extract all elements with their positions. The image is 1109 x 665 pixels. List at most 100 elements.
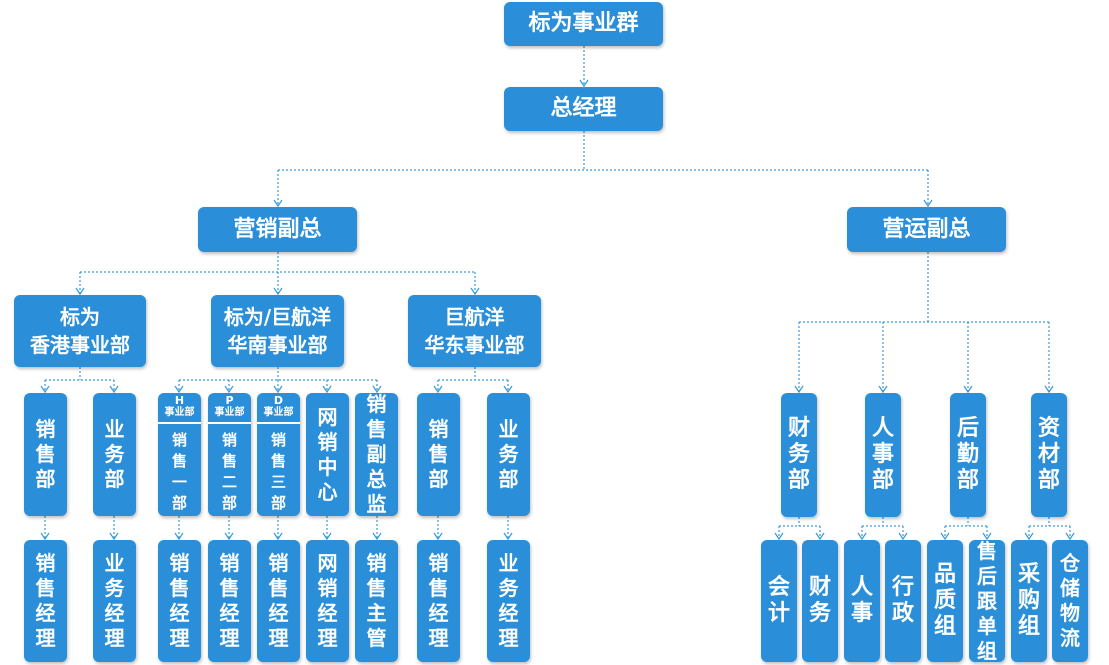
node-ec-business-manager: 业务经理	[487, 540, 530, 662]
vpo-dept-2-arrow	[878, 385, 888, 394]
mkt-role-2-arrow	[109, 532, 119, 541]
ops-group-a-2-arrow	[857, 532, 867, 541]
node-quality-group: 品质组	[927, 540, 963, 662]
hk-sales-arrow	[40, 385, 50, 394]
node-sales-2-label: 销售二部	[222, 431, 238, 512]
node-sales-2-tag: 事业部	[214, 407, 245, 418]
node-sales-vice-director: 销售副总监	[355, 392, 398, 516]
vpo-dept-3-arrow	[963, 385, 973, 394]
vpo-dept-1-arrow	[794, 385, 804, 394]
node-finance-dept-label: 财务部	[788, 416, 811, 493]
node-hr-dept: 人事部	[865, 393, 901, 517]
node-hk-business: 业务部	[93, 393, 136, 516]
node-quality-group-label: 品质组	[934, 562, 957, 639]
node-warehouse-logistics: 仓储物流	[1052, 540, 1088, 662]
node-ec-business-label: 业务部	[498, 417, 519, 491]
node-sales-supervisor-label: 销售主管	[366, 551, 387, 650]
top-gm-arrow	[579, 79, 589, 88]
sc-dept-3-arrow	[273, 385, 283, 394]
node-after-sales-group: 售后跟单组	[969, 538, 1005, 663]
node-personnel-label: 人事	[851, 575, 874, 626]
ec-sales-arrow	[433, 385, 443, 394]
node-logistics-dept: 后勤部	[950, 393, 986, 517]
ops-group-a-4-arrow	[1024, 532, 1034, 541]
node-hk-division: 标为 香港事业部	[14, 295, 146, 367]
sc-dept-1-arrow	[174, 385, 184, 394]
sc-dept-2-arrow	[224, 385, 234, 394]
node-finance: 财务	[802, 540, 838, 662]
node-online-center-label: 网销中心	[317, 404, 338, 504]
node-accounting-label: 会计	[768, 575, 791, 626]
node-finance-label: 财务	[809, 575, 832, 626]
node-sales-1-divider	[158, 422, 201, 424]
node-s2-manager: 销售经理	[208, 540, 251, 662]
mkt-role-9-arrow	[503, 532, 513, 541]
node-sales-3: D 事业部 销售三部	[257, 393, 300, 516]
node-materials-dept-label: 资材部	[1038, 416, 1061, 493]
ops-group-a-1-arrow	[774, 532, 784, 541]
node-ec-division-label: 巨航洋 华东事业部	[424, 305, 525, 357]
node-hk-business-manager: 业务经理	[93, 540, 136, 662]
vpm-ec-arrow	[470, 287, 480, 296]
node-sales-3-code: D	[273, 394, 284, 407]
node-hk-sales-label: 销售部	[35, 417, 56, 491]
mkt-role-5-arrow	[273, 532, 283, 541]
vpo-dept-4-arrow	[1044, 385, 1054, 394]
mkt-role-7-arrow	[372, 532, 382, 541]
vpm-sc-arrow	[273, 287, 283, 296]
node-hk-division-label: 标为 香港事业部	[30, 305, 130, 357]
node-top: 标为事业群	[504, 2, 663, 46]
node-hk-sales-manager: 销售经理	[24, 540, 67, 662]
mkt-role-6-arrow	[322, 532, 332, 541]
node-general-manager: 总经理	[504, 87, 663, 131]
node-personnel: 人事	[844, 540, 880, 662]
node-s1-manager: 销售经理	[158, 540, 201, 662]
node-sales-1-label: 销售一部	[172, 431, 188, 512]
node-warehouse-logistics-label: 仓储物流	[1060, 551, 1080, 650]
node-vp-operations-label: 营运副总	[882, 216, 971, 242]
node-purchasing-group: 采购组	[1011, 540, 1047, 662]
node-s3-manager-label: 销售经理	[268, 551, 289, 650]
node-sales-2-divider	[208, 422, 251, 424]
node-accounting: 会计	[761, 540, 797, 662]
node-materials-dept: 资材部	[1031, 393, 1067, 517]
node-hk-business-manager-label: 业务经理	[104, 551, 125, 650]
node-administration: 行政	[885, 540, 921, 662]
ops-group-b-2-arrow	[898, 532, 908, 541]
node-ec-division: 巨航洋 华东事业部	[408, 295, 541, 367]
node-ec-business: 业务部	[487, 393, 530, 516]
mkt-role-8-arrow	[433, 532, 443, 541]
node-sales-3-divider	[257, 422, 300, 424]
node-ec-sales: 销售部	[417, 393, 460, 516]
mkt-role-4-arrow	[224, 532, 234, 541]
node-sales-3-label: 销售三部	[271, 431, 287, 512]
ops-group-b-1-arrow	[815, 532, 825, 541]
hk-business-arrow	[109, 385, 119, 394]
node-vp-marketing-label: 营销副总	[233, 216, 322, 242]
mkt-role-1-arrow	[40, 532, 50, 541]
ec-business-arrow	[503, 385, 513, 394]
node-hk-business-label: 业务部	[104, 417, 125, 491]
node-general-manager-label: 总经理	[550, 96, 617, 121]
node-hk-sales: 销售部	[24, 393, 67, 516]
node-sales-3-tag: 事业部	[263, 407, 294, 418]
node-online-center: 网销中心	[306, 393, 349, 516]
node-top-label: 标为事业群	[528, 11, 639, 36]
ops-group-b-4-arrow	[1065, 532, 1075, 541]
node-online-manager: 网销经理	[306, 540, 349, 662]
node-finance-dept: 财务部	[781, 393, 817, 517]
node-sales-1: H 事业部 销售一部	[158, 393, 201, 516]
node-after-sales-group-label: 售后跟单组	[977, 538, 997, 663]
node-sales-2: P 事业部 销售二部	[208, 393, 251, 516]
gm-vp-operations-arrow	[923, 199, 933, 208]
node-online-manager-label: 网销经理	[317, 551, 338, 650]
gm-vp-marketing-arrow	[273, 199, 283, 208]
node-ec-sales-manager: 销售经理	[417, 540, 460, 662]
node-s2-manager-label: 销售经理	[219, 551, 240, 650]
node-hk-sales-manager-label: 销售经理	[35, 551, 56, 650]
node-vp-marketing: 营销副总	[198, 207, 357, 252]
node-s3-manager: 销售经理	[257, 540, 300, 662]
node-hr-dept-label: 人事部	[872, 416, 895, 493]
node-sales-1-tag: 事业部	[164, 407, 195, 418]
node-purchasing-group-label: 采购组	[1018, 562, 1041, 639]
